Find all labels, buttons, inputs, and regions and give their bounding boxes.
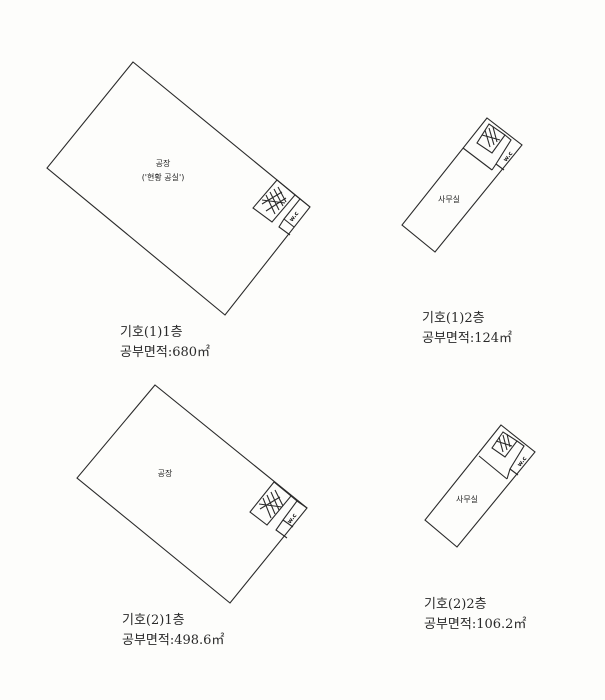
plan-title: 기호(2)1층: [122, 613, 185, 628]
floor-divider: [478, 455, 508, 480]
plan-2-1f: w.c 공장: [76, 384, 308, 604]
plan-area: 공부면적:124㎡: [422, 331, 513, 346]
floor-divider: [462, 147, 493, 171]
caption-plan-1-2f: 기호(1)2층 공부면적:124㎡: [422, 309, 512, 349]
stair-icon: [491, 431, 518, 458]
plan-title: 기호(1)1층: [120, 325, 183, 340]
caption-plan-2-1f: 기호(2)1층 공부면적:498.6㎡: [122, 611, 224, 651]
building-outline: [424, 424, 536, 548]
building-outline: [401, 117, 523, 253]
room-label-office: 사무실: [456, 494, 478, 504]
caption-plan-1-1f: 기호(1)1층 공부면적:680㎡: [120, 323, 210, 363]
stair-icon: [249, 481, 292, 526]
plan-title: 기호(2)2층: [424, 597, 487, 612]
plan-area: 공부면적:106.2㎡: [424, 617, 527, 632]
room-label-office: 사무실: [438, 194, 460, 204]
room-label-factory: 공장: [158, 468, 173, 478]
plan-title: 기호(1)2층: [422, 311, 485, 326]
plan-area: 공부면적:498.6㎡: [122, 633, 225, 648]
plan-1-2f: w.c 사무실: [401, 117, 523, 253]
building-outline: [46, 61, 311, 316]
caption-plan-2-2f: 기호(2)2층 공부면적:106.2㎡: [424, 595, 526, 635]
room-label-factory: 공장: [156, 158, 171, 168]
stair-icon: [476, 123, 506, 154]
plan-area: 공부면적:680㎡: [120, 345, 211, 360]
stair-icon: [252, 179, 296, 223]
plan-2-2f: w.c 사무실: [424, 424, 536, 548]
building-outline: [76, 384, 308, 604]
plan-1-1f: w.c 공장 ('현황 공실'): [46, 61, 311, 316]
room-note-vacant: ('현황 공실'): [142, 172, 185, 182]
